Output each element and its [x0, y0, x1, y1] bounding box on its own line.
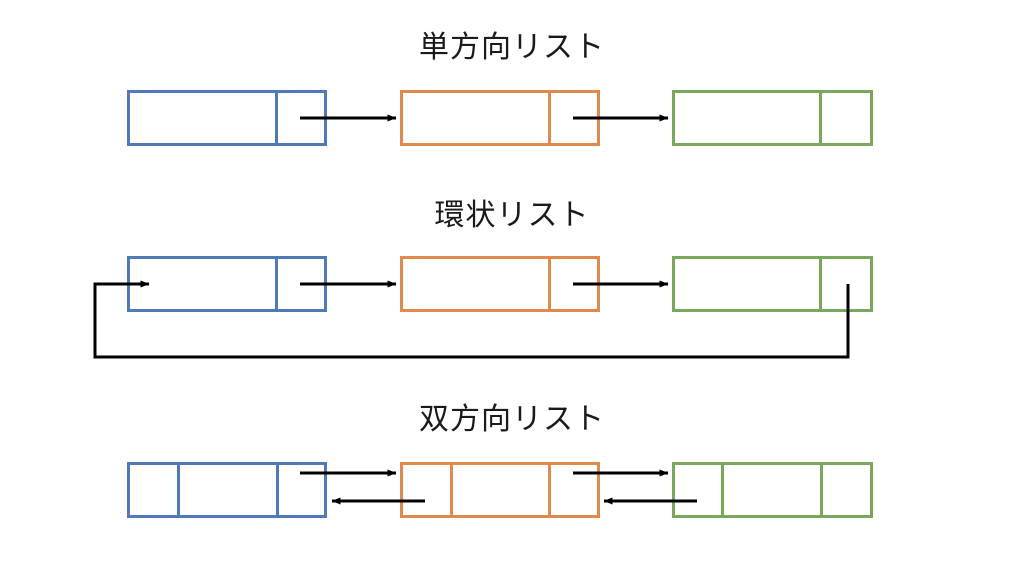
node-cell-data — [724, 465, 823, 515]
node-cell-data — [180, 465, 280, 515]
node-cell-data — [675, 259, 823, 309]
node-cell-next — [822, 259, 870, 309]
node-cell-prev — [675, 465, 724, 515]
node-cell-next — [551, 93, 597, 143]
node-circular-1 — [127, 256, 327, 312]
section-title-singly: 単方向リスト — [419, 30, 605, 65]
node-cell-data — [403, 259, 552, 309]
node-cell-data — [453, 465, 552, 515]
section-title-doubly: 双方向リスト — [419, 402, 605, 437]
node-circular-2 — [400, 256, 600, 312]
node-cell-data — [675, 93, 823, 143]
node-cell-next — [823, 465, 871, 515]
node-cell-next — [279, 465, 324, 515]
node-doubly-3 — [672, 462, 873, 518]
node-singly-1 — [127, 90, 327, 146]
node-cell-next — [278, 259, 324, 309]
node-cell-data — [130, 259, 279, 309]
node-cell-next — [551, 259, 597, 309]
node-singly-2 — [400, 90, 600, 146]
node-cell-data — [130, 93, 279, 143]
node-cell-next — [822, 93, 870, 143]
section-title-circular: 環状リスト — [434, 198, 590, 233]
node-cell-next — [278, 93, 324, 143]
node-cell-next — [551, 465, 597, 515]
node-cell-prev — [403, 465, 453, 515]
node-singly-3 — [672, 90, 873, 146]
node-doubly-2 — [400, 462, 600, 518]
node-doubly-1 — [127, 462, 327, 518]
node-cell-prev — [130, 465, 181, 515]
node-circular-3 — [672, 256, 873, 312]
node-cell-data — [403, 93, 552, 143]
